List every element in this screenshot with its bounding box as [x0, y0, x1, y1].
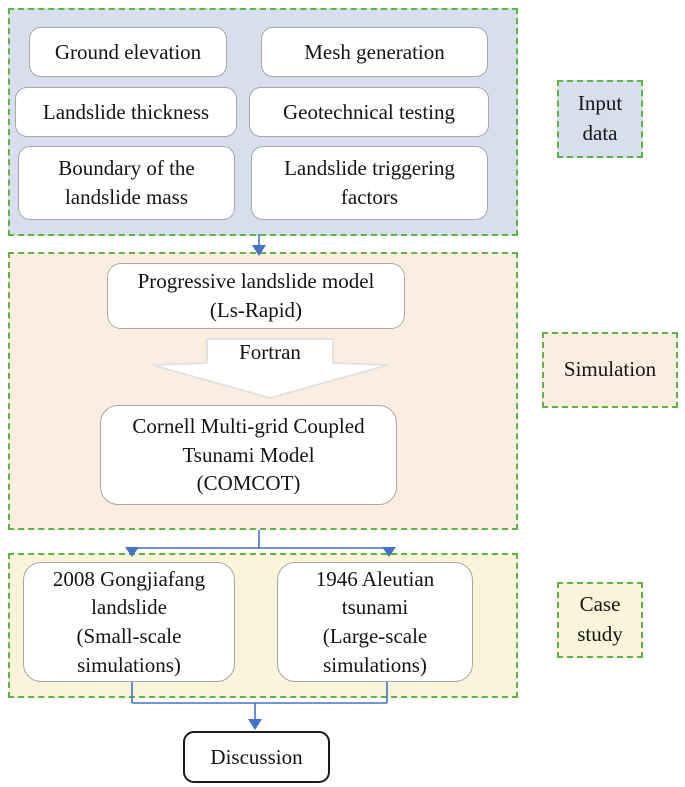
node-ls-rapid-model: Progressive landslide model (Ls-Rapid) [107, 263, 405, 329]
node-landslide-thickness: Landslide thickness [15, 87, 237, 137]
node-gongjiafang-case: 2008 Gongjiafang landslide (Small-scale … [23, 562, 235, 682]
fortran-label: Fortran [239, 339, 301, 364]
arrowhead-down-icon [248, 719, 262, 730]
node-discussion: Discussion [183, 731, 330, 783]
node-triggering-factors: Landslide triggering factors [251, 146, 488, 220]
fortran-block-arrow: Fortran [150, 338, 390, 400]
node-comcot-model: Cornell Multi-grid Coupled Tsunami Model… [100, 405, 397, 505]
simulation-side-label: Simulation [542, 332, 678, 408]
case-study-section: 2008 Gongjiafang landslide (Small-scale … [8, 553, 518, 698]
input-data-section: Ground elevation Mesh generation Landsli… [8, 8, 518, 236]
node-geotechnical-testing: Geotechnical testing [249, 87, 489, 137]
down-block-arrow-icon [151, 338, 389, 399]
input-data-side-label: Input data [557, 80, 643, 158]
arrow-simulation-split [132, 530, 389, 549]
node-aleutian-case: 1946 Aleutian tsunami (Large-scale simul… [277, 562, 473, 682]
node-landslide-boundary: Boundary of the landslide mass [18, 146, 235, 220]
case-study-side-label: Case study [557, 582, 643, 658]
node-ground-elevation: Ground elevation [29, 27, 227, 77]
node-mesh-generation: Mesh generation [261, 27, 488, 77]
simulation-section: Progressive landslide model (Ls-Rapid) F… [8, 252, 518, 530]
